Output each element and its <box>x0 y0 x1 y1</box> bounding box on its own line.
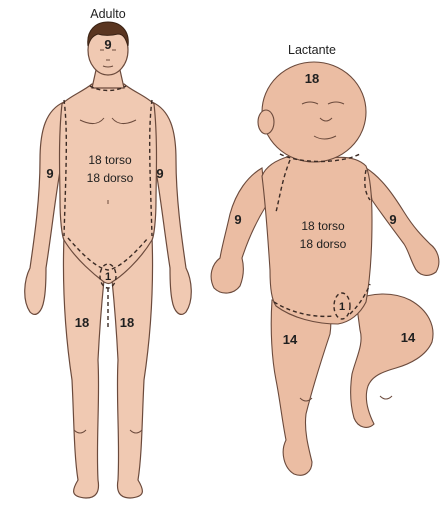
infant-right-leg-value: 14 <box>401 330 416 345</box>
adult-perineum-value: 1 <box>105 271 111 283</box>
adult-torso-back-value: 18 dorso <box>87 171 134 185</box>
infant-head-value: 18 <box>305 71 319 86</box>
adult-left-arm <box>25 102 64 314</box>
infant-right-arm-value: 9 <box>389 212 396 227</box>
infant-right-arm <box>366 168 439 275</box>
infant-left-leg-value: 14 <box>283 332 298 347</box>
infant-left-leg <box>271 300 331 475</box>
adult-title: Adulto <box>90 7 125 21</box>
adult-right-arm <box>152 102 191 314</box>
infant-torso-front-value: 18 torso <box>301 219 345 233</box>
infant-perineum-value: 1 <box>339 301 345 313</box>
adult-right-arm-value: 9 <box>156 166 163 181</box>
adult-left-arm-value: 9 <box>46 166 53 181</box>
adult-torso-front-value: 18 torso <box>88 153 132 167</box>
infant-figure: Lactante 18 9 9 18 torso 18 dorso 1 14 1… <box>211 43 439 475</box>
adult-right-leg-value: 18 <box>120 315 134 330</box>
infant-ear <box>258 110 274 134</box>
infant-left-arm <box>211 168 266 293</box>
infant-title: Lactante <box>288 43 336 57</box>
infant-left-arm-value: 9 <box>234 212 241 227</box>
adult-head-value: 9 <box>104 37 111 52</box>
infant-torso-back-value: 18 dorso <box>300 237 347 251</box>
adult-left-leg-value: 18 <box>75 315 89 330</box>
adult-figure: Adulto 9 9 9 18 torso 18 dorso 1 18 18 <box>25 7 192 498</box>
infant-right-leg <box>351 294 433 427</box>
